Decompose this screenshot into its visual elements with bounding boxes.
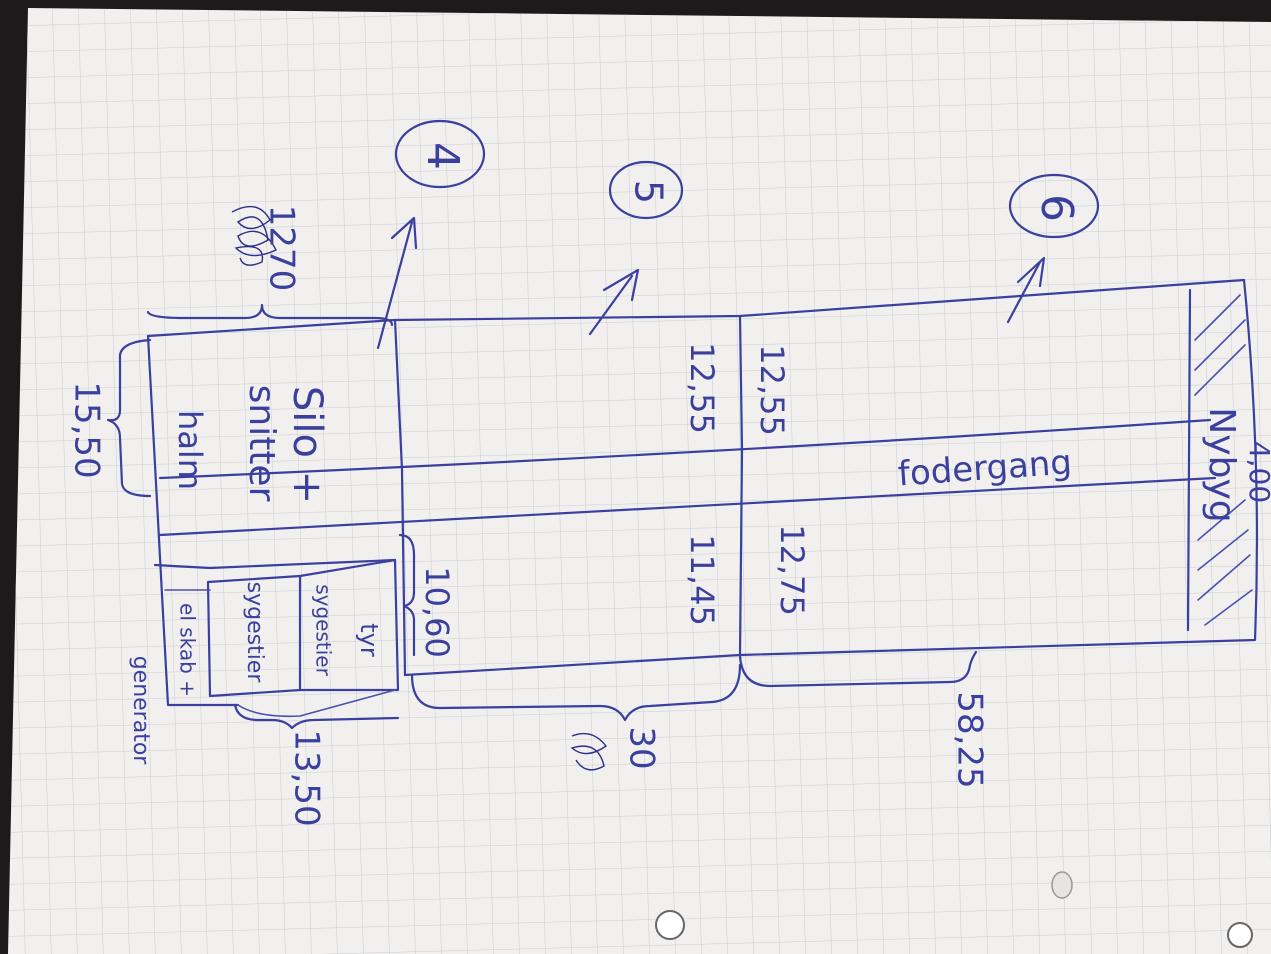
nybyg-divider — [1186, 288, 1192, 632]
dim-1255-a: 12,55 — [753, 344, 791, 436]
label-sygestier-2: sygestier — [242, 582, 267, 684]
dim-5825: 58,25 — [950, 691, 990, 788]
brace-1270 — [146, 303, 394, 327]
graph-grid — [8, 8, 1271, 954]
brace-1060 — [398, 533, 416, 657]
arrow-4-shaft — [376, 220, 414, 350]
arrow-6-head — [1016, 256, 1046, 288]
corridor-line-upper — [158, 418, 1212, 480]
circle-section-6 — [1008, 173, 1100, 239]
brace-30 — [410, 663, 742, 722]
brace-5825 — [738, 650, 978, 688]
dimension-labels: 1270 15,50 12,55 12,55 12,75 11,45 10,60… — [67, 205, 1271, 827]
punch-hole — [1051, 871, 1073, 899]
label-el-skab: el skab + — [176, 603, 200, 697]
outline-right-bottom-edge — [403, 278, 1259, 677]
brace-1350 — [233, 703, 400, 730]
sick-pen-area — [164, 558, 400, 718]
outline-bottom-left — [160, 593, 240, 707]
sick-pen-bottom — [237, 689, 396, 718]
arrow-5-head — [602, 268, 640, 302]
label-halm: halm — [171, 410, 209, 490]
dim-1550: 15,50 — [67, 381, 107, 478]
dimension-braces — [106, 303, 978, 730]
dim-1350: 13,50 — [287, 729, 327, 826]
dim-30: 30 — [622, 726, 662, 769]
outline-top-edge — [146, 278, 1246, 338]
label-silo: Silo + — [284, 386, 330, 504]
scribble-crossout — [570, 732, 608, 771]
section-number-6: 6 — [1031, 194, 1082, 222]
brace-1550 — [106, 338, 152, 498]
label-nybyg: Nybyg — [1201, 407, 1242, 522]
punch-hole — [1227, 922, 1253, 948]
arrow-5-shaft — [588, 274, 634, 336]
label-sygestier-1: sygestier — [312, 584, 336, 676]
section-labels: 4 5 6 — [417, 142, 1082, 222]
label-tyr: tyr — [355, 623, 383, 657]
label-generator: generator — [128, 656, 153, 766]
section-number-5: 5 — [627, 180, 671, 204]
section-circles — [394, 119, 1100, 239]
arrow-4-head — [390, 216, 418, 250]
scribbles — [231, 205, 608, 771]
dim-1145: 11,45 — [683, 534, 721, 626]
left-bottom-divider — [153, 558, 397, 570]
scribble-crossout — [231, 205, 277, 266]
circle-section-5 — [608, 160, 684, 220]
punch-hole — [655, 910, 685, 940]
dim-1275: 12,75 — [773, 524, 811, 616]
outline-left-edge — [146, 334, 164, 597]
tyr-box — [298, 558, 400, 692]
dim-1270: 1270 — [262, 205, 302, 292]
dim-400: 4,00 — [1243, 441, 1271, 503]
arrow-6-shaft — [1006, 260, 1042, 324]
corridor-line-lower — [158, 476, 1217, 537]
direction-arrows — [376, 216, 1046, 350]
circle-section-4 — [394, 119, 486, 189]
section-number-4: 4 — [417, 142, 468, 170]
dim-1255-b: 12,55 — [683, 342, 721, 434]
label-snitter: snitter — [241, 385, 282, 502]
nybyg-hatching — [1194, 294, 1253, 626]
dim-1060: 10,60 — [418, 566, 456, 658]
